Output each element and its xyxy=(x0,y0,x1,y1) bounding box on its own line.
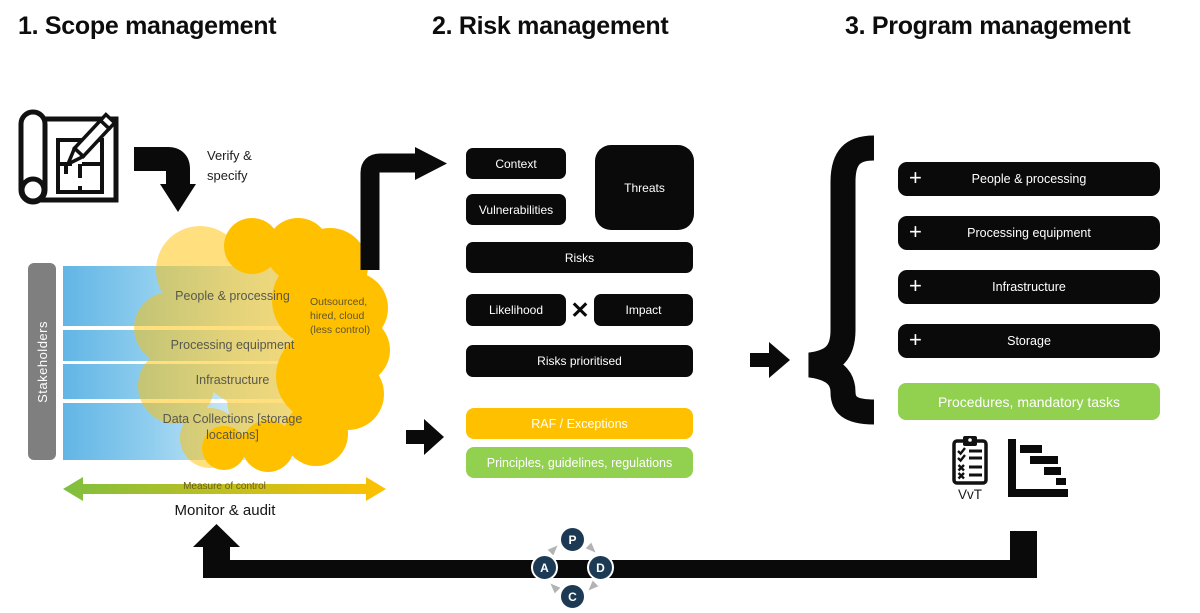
program-item-storage: + Storage xyxy=(898,324,1160,358)
multiply-icon: ✕ xyxy=(570,296,590,323)
title-program-management: 3. Program management xyxy=(845,12,1131,40)
measure-of-control-arrow xyxy=(63,477,386,501)
raf-exceptions-label: RAF / Exceptions xyxy=(531,416,628,431)
impact-label: Impact xyxy=(625,303,662,317)
vulnerabilities-label: Vulnerabilities xyxy=(478,202,554,217)
context-label: Context xyxy=(495,156,537,171)
program-item-label: Infrastructure xyxy=(992,280,1066,294)
principles-label: Principles, guidelines, regulations xyxy=(486,455,673,470)
band-label-infrastructure: Infrastructure xyxy=(195,373,270,387)
pdca-check-label: C xyxy=(568,589,577,604)
pdca-act-label: A xyxy=(540,560,549,575)
feedback-loop-arrow xyxy=(193,524,1037,594)
verify-specify-label: Verify & specify xyxy=(207,148,252,183)
program-item-label: Processing equipment xyxy=(967,226,1091,240)
context-box: Context xyxy=(466,148,566,179)
plus-icon: + xyxy=(909,164,922,190)
likelihood-box: Likelihood xyxy=(466,294,566,326)
pdca-check-circle: C xyxy=(559,583,586,610)
stakeholders-label: Stakeholders xyxy=(34,320,50,403)
measure-of-control-label: Measure of control xyxy=(183,481,266,492)
procedures-label: Procedures, mandatory tasks xyxy=(937,393,1121,410)
threats-box: Threats xyxy=(595,145,694,230)
cloud-note: Outsourced, hired, cloud (less control) xyxy=(310,296,371,337)
procedures-box: Procedures, mandatory tasks xyxy=(898,383,1160,420)
stakeholders-bar: Stakeholders xyxy=(28,263,56,460)
vvt-clipboard-icon xyxy=(952,436,988,485)
band-label-people: People & processing xyxy=(175,289,290,303)
risks-prioritised-label: Risks prioritised xyxy=(537,354,622,368)
pdca-cycle-arrows xyxy=(547,542,599,594)
curly-brace xyxy=(807,135,875,425)
likelihood-label: Likelihood xyxy=(488,303,544,317)
program-item-label: People & processing xyxy=(971,172,1087,186)
gantt-chart-icon xyxy=(1008,439,1068,497)
scope-to-risk-arrow xyxy=(360,147,447,270)
principles-box: Principles, guidelines, regulations xyxy=(466,447,693,478)
monitor-audit-label: Monitor & audit xyxy=(174,502,276,519)
band-label-equipment: Processing equipment xyxy=(170,338,295,352)
pdca-do-label: D xyxy=(596,560,605,575)
plus-icon: + xyxy=(909,326,922,352)
program-item-infrastructure: + Infrastructure xyxy=(898,270,1160,304)
threats-label: Threats xyxy=(624,180,665,195)
outsourced-cloud xyxy=(134,218,390,472)
risks-box: Risks xyxy=(466,242,693,273)
pdca-do-circle: D xyxy=(587,554,614,581)
program-item-people: + People & processing xyxy=(898,162,1160,196)
pdca-plan-circle: P xyxy=(559,526,586,553)
vulnerabilities-box: Vulnerabilities xyxy=(466,194,566,225)
plus-icon: + xyxy=(909,272,922,298)
title-scope-management: 1. Scope management xyxy=(18,12,277,40)
risks-prioritised-box: Risks prioritised xyxy=(466,345,693,377)
program-item-label: Storage xyxy=(1007,334,1051,348)
pdca-act-circle: A xyxy=(531,554,558,581)
raf-entry-arrow xyxy=(406,419,444,455)
band-label-data-collections: Data Collections [storage locations] xyxy=(162,412,303,442)
verify-arrow-icon xyxy=(134,147,196,212)
raf-exceptions-box: RAF / Exceptions xyxy=(466,408,693,439)
pdca-plan-label: P xyxy=(568,532,577,547)
title-risk-management: 2. Risk management xyxy=(432,12,669,40)
blueprint-icon xyxy=(18,109,119,205)
vvt-label: VvT xyxy=(957,487,982,502)
risks-label: Risks xyxy=(564,250,595,265)
risk-to-program-arrow xyxy=(750,342,790,378)
impact-box: Impact xyxy=(594,294,693,326)
program-item-equipment: + Processing equipment xyxy=(898,216,1160,250)
plus-icon: + xyxy=(909,218,922,244)
